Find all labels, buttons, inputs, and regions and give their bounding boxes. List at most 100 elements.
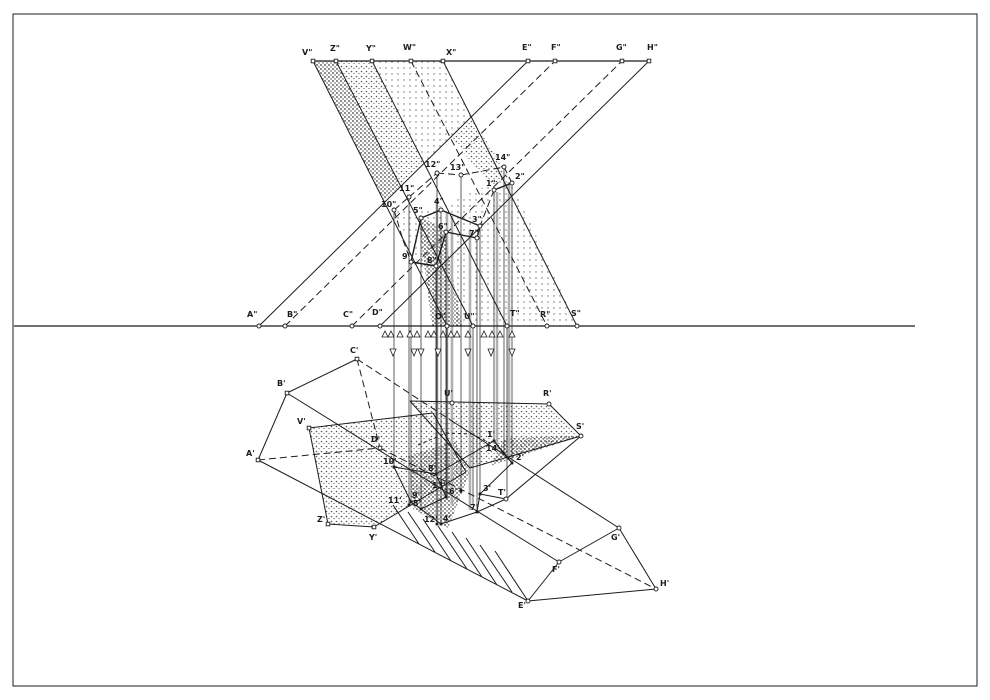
hidden-edge-line bbox=[410, 60, 548, 327]
edge-line bbox=[465, 537, 498, 586]
point-marker-122 bbox=[434, 170, 440, 176]
point-label-Y1: Y' bbox=[368, 533, 377, 542]
edge-line bbox=[410, 261, 437, 267]
up-arrow-icon bbox=[464, 330, 472, 338]
point-marker-A2 bbox=[256, 323, 262, 329]
hidden-edge-line bbox=[479, 189, 495, 227]
point-marker-12 bbox=[491, 187, 497, 193]
edge-line bbox=[527, 588, 657, 602]
point-marker-Y2 bbox=[369, 58, 375, 64]
point-marker-E2 bbox=[525, 58, 531, 64]
edge-line bbox=[440, 511, 478, 525]
point-label-X2: X" bbox=[446, 48, 456, 57]
down-arrow-icon bbox=[487, 348, 495, 358]
point-label-121: 12' bbox=[424, 515, 438, 524]
edge-line bbox=[409, 400, 471, 469]
edge-line bbox=[558, 527, 620, 563]
edge-line bbox=[493, 440, 505, 455]
point-label-Z1: Z' bbox=[317, 515, 325, 524]
point-label-V1: V' bbox=[297, 417, 306, 426]
edge-line bbox=[432, 412, 467, 473]
edge-line bbox=[308, 412, 434, 429]
edge-line bbox=[393, 466, 412, 503]
up-arrow-icon bbox=[413, 330, 421, 338]
edge-line bbox=[257, 392, 288, 461]
stipple-region-band-upper-mid bbox=[450, 117, 510, 185]
point-label-22: 2" bbox=[515, 172, 525, 181]
point-marker-T1 bbox=[503, 496, 509, 502]
point-marker-S1 bbox=[578, 433, 584, 439]
hidden-edge-line bbox=[351, 60, 623, 327]
point-label-C2: C" bbox=[343, 310, 353, 319]
point-label-T1: T' bbox=[498, 488, 506, 497]
edge-line bbox=[548, 403, 582, 437]
point-marker-A1 bbox=[255, 457, 261, 463]
edge-line bbox=[308, 427, 329, 525]
point-label-81: 8' bbox=[428, 464, 436, 473]
point-marker-D2 bbox=[377, 323, 383, 329]
edge-line bbox=[479, 493, 507, 500]
hidden-edge-line bbox=[356, 358, 381, 449]
stipple-region-band-YW bbox=[372, 61, 450, 163]
edge-line bbox=[442, 60, 578, 327]
point-marker-142 bbox=[501, 164, 507, 170]
edge-line bbox=[393, 466, 437, 475]
point-label-21: 2' bbox=[516, 453, 524, 462]
point-label-G1: G' bbox=[611, 533, 620, 542]
point-label-131: 13' bbox=[432, 481, 446, 490]
hidden-edge-line bbox=[284, 60, 556, 327]
down-arrow-icon bbox=[434, 348, 442, 358]
edge-line bbox=[420, 209, 442, 219]
point-marker-32 bbox=[477, 223, 483, 229]
point-marker-R1 bbox=[546, 401, 552, 407]
up-arrow-icon bbox=[424, 330, 432, 338]
point-marker-D1 bbox=[377, 445, 383, 451]
point-label-102: 10" bbox=[381, 200, 396, 209]
point-label-71: 7' bbox=[470, 503, 478, 512]
point-label-142: 14" bbox=[495, 153, 510, 162]
point-marker-B2 bbox=[282, 323, 288, 329]
edge-line bbox=[435, 440, 495, 475]
edge-line bbox=[392, 504, 420, 545]
point-marker-62 bbox=[443, 229, 449, 235]
point-label-A2: A" bbox=[247, 310, 257, 319]
point-marker-71 bbox=[475, 510, 479, 514]
stipple-region-front-lower-region bbox=[394, 178, 577, 326]
up-arrow-icon bbox=[508, 330, 516, 338]
point-marker-Y1 bbox=[371, 524, 377, 530]
down-arrow-icon bbox=[464, 348, 472, 358]
point-label-E1: E' bbox=[518, 601, 526, 610]
point-marker-T2 bbox=[504, 323, 510, 329]
up-arrow-icon bbox=[387, 330, 395, 338]
point-label-R1: R' bbox=[543, 389, 552, 398]
edge-line bbox=[409, 400, 550, 405]
point-label-U1: U' bbox=[444, 389, 453, 398]
point-marker-92 bbox=[408, 259, 414, 265]
point-marker-111 bbox=[407, 503, 411, 507]
point-label-132: 13" bbox=[450, 163, 465, 172]
edge-line bbox=[451, 531, 483, 578]
point-marker-U1 bbox=[449, 400, 455, 406]
point-marker-B1 bbox=[284, 390, 290, 396]
point-label-B1: B' bbox=[277, 379, 286, 388]
up-arrow-icon bbox=[488, 330, 496, 338]
point-label-91: 9' bbox=[412, 491, 420, 500]
edge-line bbox=[440, 209, 481, 227]
edge-line bbox=[373, 471, 467, 528]
point-marker-102 bbox=[391, 207, 397, 213]
up-arrow-icon bbox=[453, 330, 461, 338]
point-marker-131 bbox=[459, 489, 463, 493]
point-marker-42 bbox=[438, 207, 444, 213]
point-marker-21 bbox=[510, 461, 514, 465]
edge-line bbox=[493, 182, 513, 191]
point-marker-V2 bbox=[310, 58, 316, 64]
point-marker-72 bbox=[474, 235, 480, 241]
hidden-edge-line bbox=[417, 432, 447, 446]
point-marker-22 bbox=[509, 180, 515, 186]
edge-line bbox=[435, 231, 447, 267]
point-label-O2: O" bbox=[435, 312, 446, 321]
hidden-edge-line bbox=[503, 166, 513, 184]
point-marker-121 bbox=[435, 522, 439, 526]
point-label-F1: F' bbox=[552, 565, 560, 574]
point-label-101: 10' bbox=[383, 457, 397, 466]
